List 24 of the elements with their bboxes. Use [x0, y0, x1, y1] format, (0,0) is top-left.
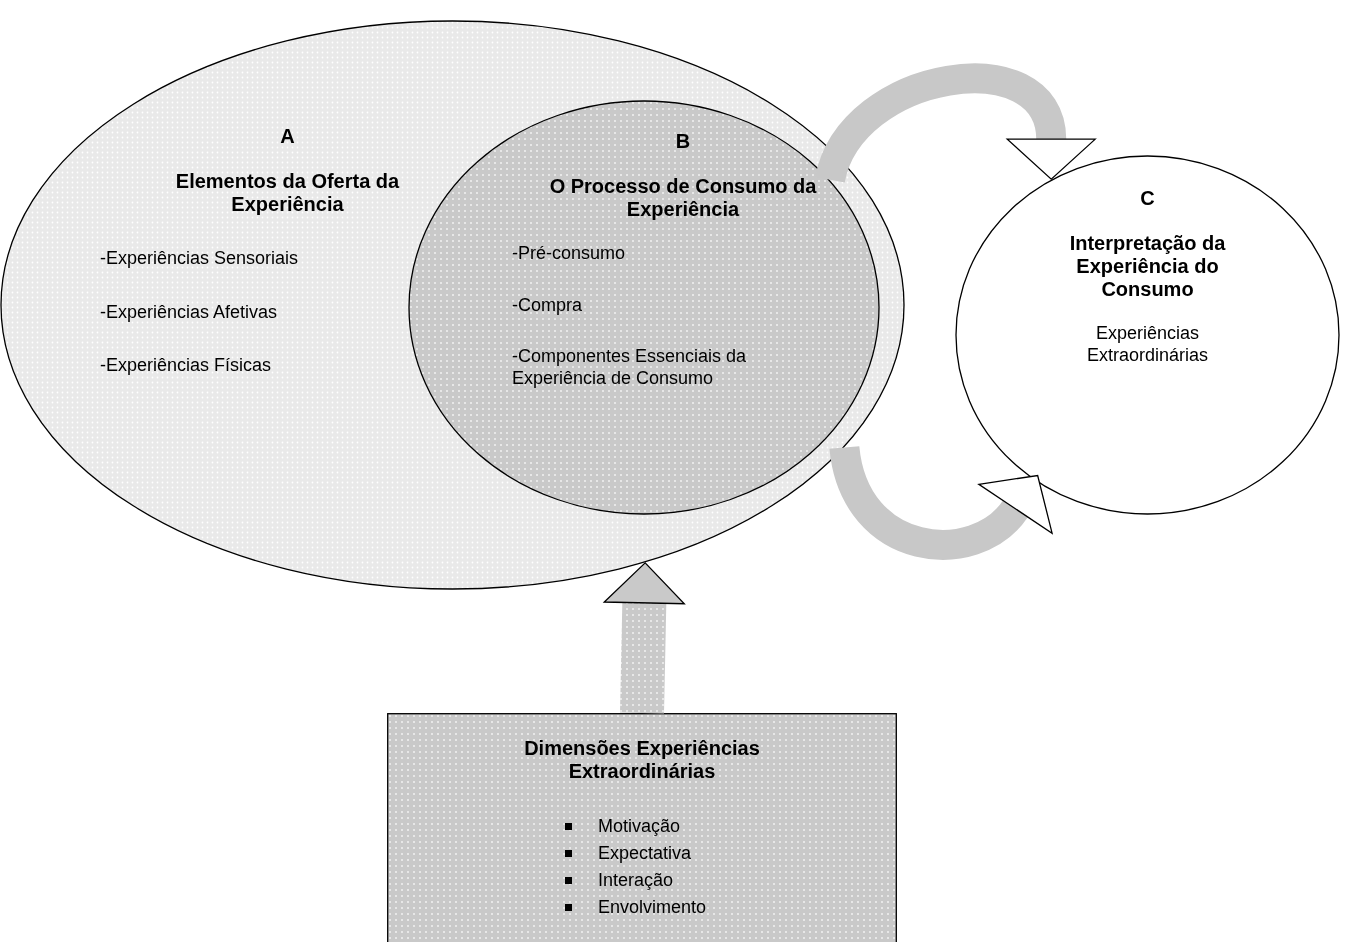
block-arrow: [603, 562, 685, 714]
section-heading: Dimensões Experiências Extraordinárias: [523, 737, 761, 783]
list-item: Motivação: [598, 816, 681, 837]
section-letter: A: [280, 125, 295, 148]
list-item: -Componentes Essenciais da Experiência de Consumo: [512, 346, 748, 390]
oval-region: [0, 20, 905, 590]
list-item: -Experiências Físicas: [100, 355, 272, 377]
list-item: Interação: [598, 870, 674, 891]
list-item: -Compra: [512, 294, 582, 317]
list-item: Expectativa: [598, 843, 692, 864]
dimensions-box: [387, 713, 897, 942]
oval-region: [408, 100, 880, 515]
section-letter: C: [1140, 187, 1155, 210]
section-letter: B: [675, 130, 691, 153]
section-heading: Interpretação da Experiência do Consumo: [1068, 232, 1227, 301]
list-item: -Experiências Sensoriais: [100, 248, 299, 270]
oval-region: [955, 155, 1340, 515]
section-heading: O Processo de Consumo da Experiência: [548, 175, 818, 221]
list-item: Envolvimento: [598, 897, 707, 918]
curved-block-arrow: [829, 444, 1050, 560]
list-item: -Experiências Afetivas: [100, 301, 278, 324]
section-heading: Elementos da Oferta da Experiência: [174, 170, 401, 216]
section-text: Experiências Extraordinárias: [1085, 323, 1210, 367]
list-item: -Pré-consumo: [512, 243, 626, 265]
